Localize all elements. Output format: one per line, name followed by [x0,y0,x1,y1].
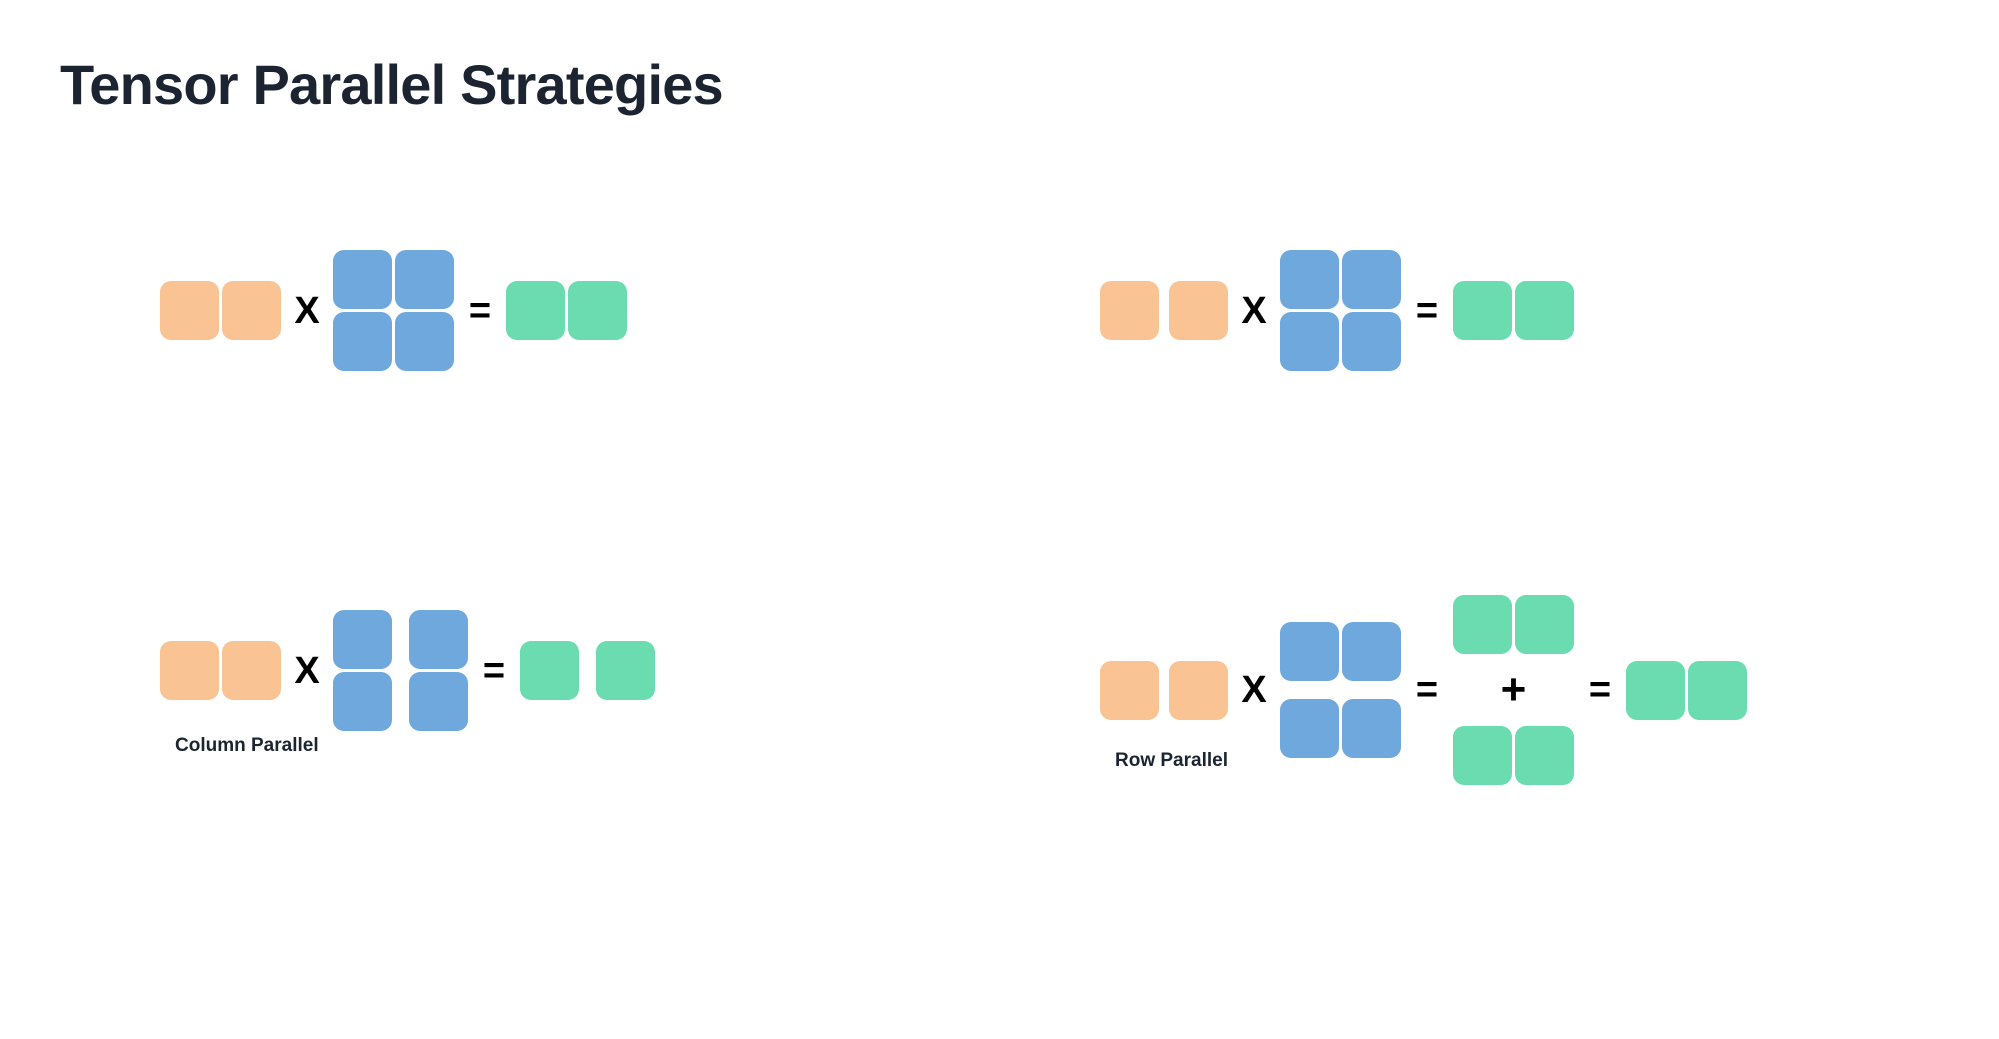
weight-shard-column-1 [409,610,468,731]
matrix-cell [333,250,392,309]
matrix-cell [160,281,219,340]
matrix-cell [222,641,281,700]
shard-gap [579,641,596,700]
matrix-cell [333,610,392,669]
multiply-operator: X [1241,289,1267,332]
matrix-cell [1280,622,1339,681]
input-matrix-orange [160,281,281,340]
plus-operator: + [1500,665,1527,714]
matrix-cell [160,641,219,700]
multiply-operator: X [294,649,320,692]
matrix-cell [333,312,392,371]
matrix-cell [568,281,627,340]
input-matrix-orange [160,641,281,700]
matrix-cell [1342,699,1401,758]
equals-operator: = [468,289,492,332]
equation-row-sharded: X = [1100,595,1747,785]
matrix-cell [1280,699,1339,758]
equation-column-baseline: X = [160,250,627,371]
matrix-cell [1169,281,1228,340]
weight-column-0 [333,250,392,371]
equals-operator: = [482,649,506,692]
equals-operator: = [1415,289,1439,332]
matrix-cell [409,672,468,731]
partial-output-1 [1453,726,1574,785]
caption-column-parallel: Column Parallel [175,735,319,756]
matrix-cell [1688,660,1747,720]
weight-column-0 [1280,250,1339,371]
matrix-cell [596,641,655,700]
matrix-cell [1626,660,1685,720]
weight-matrix-blue-split-columns [333,610,468,731]
matrix-cell [1342,312,1401,371]
output-matrix-green-reduced [1626,660,1747,720]
caption-row-parallel: Row Parallel [1115,750,1228,771]
matrix-cell [222,281,281,340]
output-matrix-green-split-columns [520,641,655,700]
partial-output-sum-stack: + [1453,595,1574,785]
weight-shard-row-1 [1280,699,1401,758]
matrix-cell [409,610,468,669]
weight-shard-column-0 [333,610,392,731]
page-title: Tensor Parallel Strategies [60,53,724,116]
weight-column-1 [395,250,454,371]
output-matrix-green [506,281,627,340]
equation-row-baseline: X = [1100,250,1574,371]
matrix-cell [1342,250,1401,309]
weight-matrix-blue-split-rows [1280,622,1401,758]
matrix-cell [1280,250,1339,309]
matrix-cell [395,312,454,371]
weight-matrix-blue [333,250,454,371]
cell-gap [1159,281,1169,340]
cell-gap [1159,661,1169,720]
panel-column-parallel: X = [120,250,1000,890]
matrix-cell [1280,312,1339,371]
matrix-cell [1342,622,1401,681]
matrix-cell [1515,595,1574,654]
partial-output-0 [1453,595,1574,654]
panel-row-parallel: X = [1060,250,1960,910]
equals-operator-final: = [1588,669,1612,711]
weight-column-1 [1342,250,1401,371]
matrix-cell [1100,281,1159,340]
multiply-operator: X [1241,669,1267,711]
multiply-operator: X [294,289,320,332]
matrix-cell [395,250,454,309]
matrix-cell [1515,281,1574,340]
matrix-cell [1453,726,1512,785]
matrix-cell [1453,281,1512,340]
matrix-cell [1169,660,1228,720]
matrix-cell [1100,660,1159,720]
input-matrix-orange [1100,660,1228,720]
matrix-cell [333,672,392,731]
shard-gap [392,610,409,731]
equals-operator: = [1415,669,1439,711]
matrix-cell [520,641,579,700]
output-matrix-green [1453,281,1574,340]
matrix-cell [506,281,565,340]
equation-column-sharded: X = [160,610,655,731]
matrix-cell [1515,726,1574,785]
input-matrix-orange [1100,281,1228,340]
weight-shard-row-0 [1280,622,1401,681]
matrix-cell [1453,595,1512,654]
weight-matrix-blue [1280,250,1401,371]
shard-gap [1280,681,1401,699]
